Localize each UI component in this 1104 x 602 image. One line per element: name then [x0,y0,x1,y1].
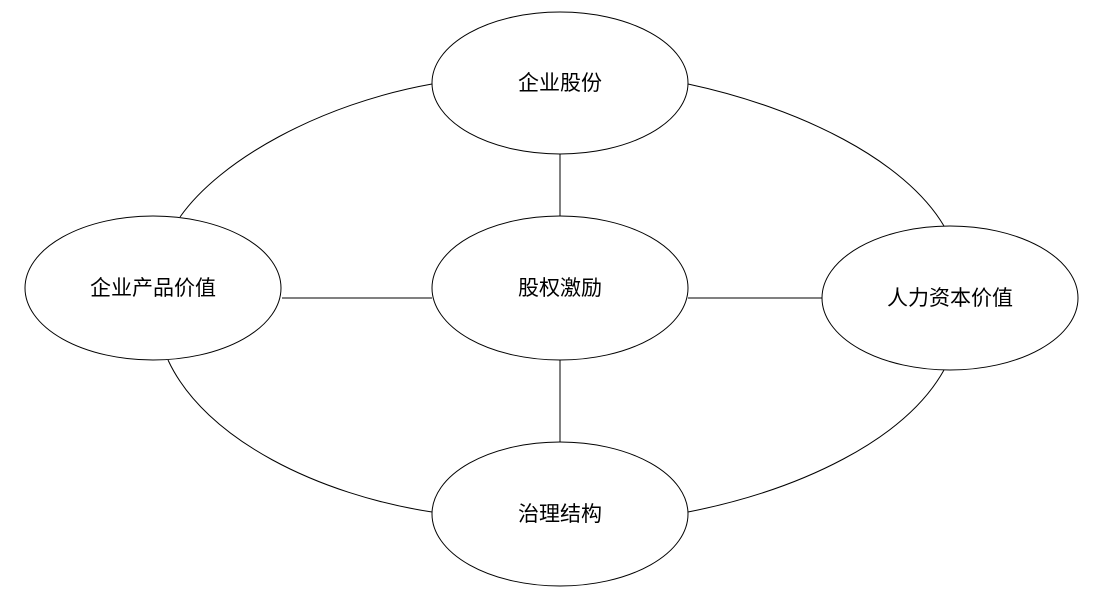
node-top-label: 企业股份 [518,71,602,95]
edge-top-left [179,83,433,218]
node-right: 人力资本价值 [821,225,1079,371]
node-center: 股权激励 [431,215,689,361]
node-center-ellipse [431,215,689,361]
node-right-ellipse [821,225,1079,371]
node-left: 企业产品价值 [24,215,282,361]
edge-right-bottom [687,369,945,513]
edge-top-right [687,83,945,227]
node-top-ellipse [431,11,689,155]
node-left-ellipse [24,215,282,361]
node-bottom-label: 治理结构 [518,502,602,526]
node-right-label: 人力资本价值 [887,286,1013,310]
node-bottom: 治理结构 [431,441,689,587]
edge-left-bottom [167,359,433,513]
node-center-label: 股权激励 [518,276,602,300]
node-left-label: 企业产品价值 [90,276,216,300]
node-top: 企业股份 [431,11,689,155]
node-bottom-ellipse [431,441,689,587]
